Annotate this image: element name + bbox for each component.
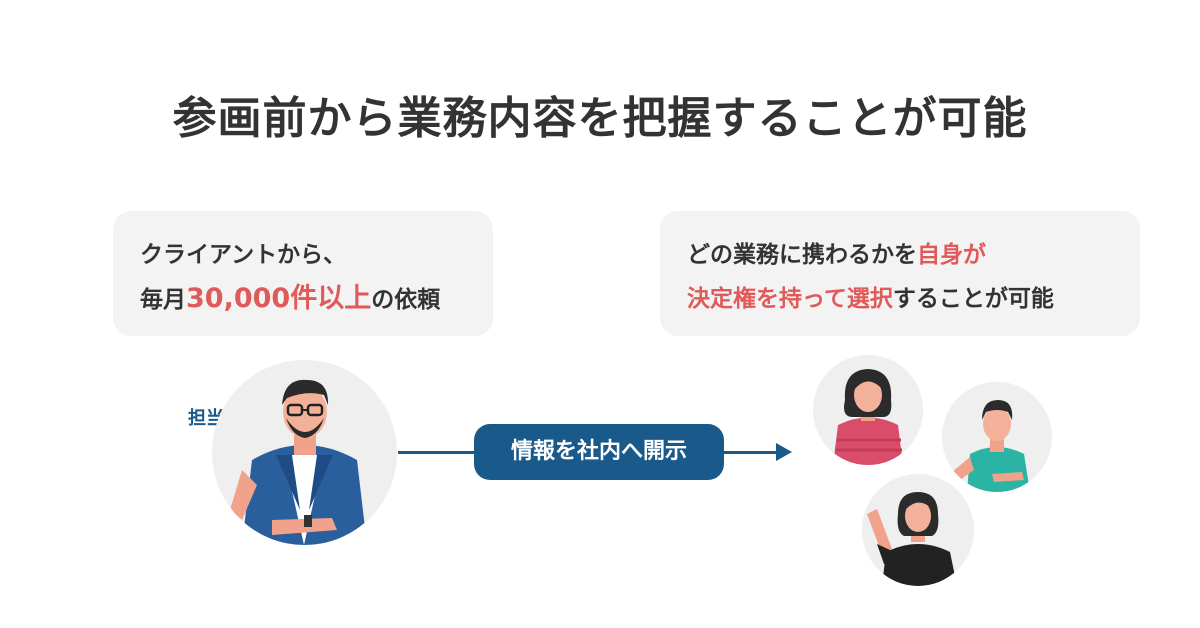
left-speech-bubble: クライアントから、 毎月30,000件以上の依頼 [113, 211, 493, 336]
right-bubble-highlight-2: 決定権を持って選択 [687, 286, 893, 312]
person-illustration [212, 360, 397, 545]
right-bubble-suffix: することが可能 [892, 286, 1054, 312]
left-bubble-line-1: クライアントから、 [140, 242, 347, 268]
left-bubble-line-2: 毎月30,000件以上の依頼 [140, 277, 493, 322]
right-bubble-prefix: どの業務に携わるかを [687, 242, 917, 268]
arrow-label-pill: 情報を社内へ開示 [474, 424, 724, 480]
page-title: 参画前から業務内容を把握することが可能 [172, 93, 1028, 144]
man-with-glasses-icon [212, 360, 397, 545]
right-bubble-line-2: 決定権を持って選択することが可能 [687, 277, 1140, 321]
man-green-shirt-icon [942, 382, 1052, 492]
right-bubble-line-1: どの業務に携わるかを自身が [687, 233, 1140, 277]
left-bubble-prefix: 毎月 [140, 287, 186, 313]
left-bubble-highlight: 30,000件以上 [186, 283, 372, 314]
right-speech-bubble: どの業務に携わるかを自身が 決定権を持って選択することが可能 [660, 211, 1140, 336]
woman-black-shirt-icon [862, 474, 974, 586]
left-bubble-suffix: の依頼 [371, 287, 441, 313]
right-bubble-highlight-1: 自身が [917, 242, 986, 268]
team-member-1-illustration [813, 355, 923, 465]
team-member-3-illustration [862, 474, 974, 586]
arrow-head-icon [776, 443, 792, 461]
team-member-2-illustration [942, 382, 1052, 492]
woman-red-shirt-icon [813, 355, 923, 465]
